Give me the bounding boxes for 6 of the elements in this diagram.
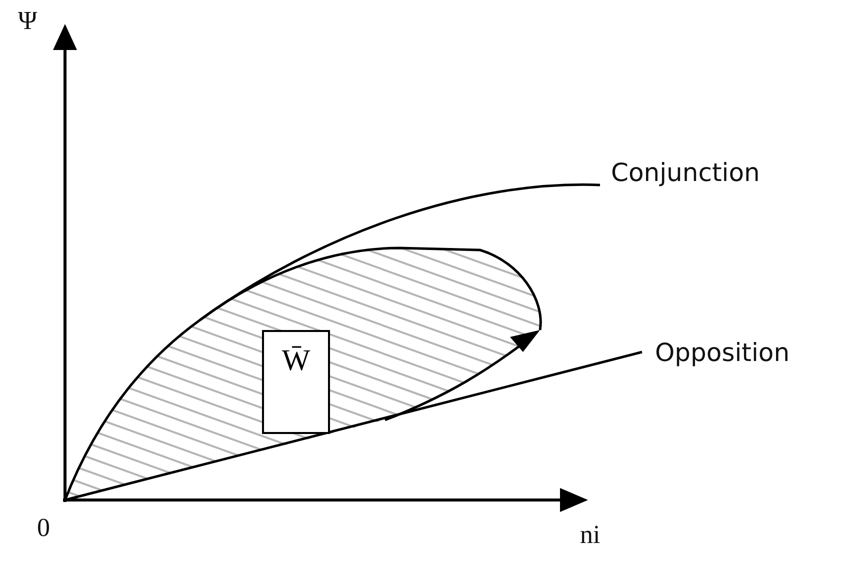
curve-label: Conjunction	[611, 160, 760, 185]
origin-label: 0	[37, 515, 50, 541]
label-box: W̄	[262, 330, 330, 434]
axis-label: ni	[580, 522, 600, 548]
axis-label: Ψ	[18, 8, 38, 34]
curve-label: Opposition	[655, 340, 790, 365]
